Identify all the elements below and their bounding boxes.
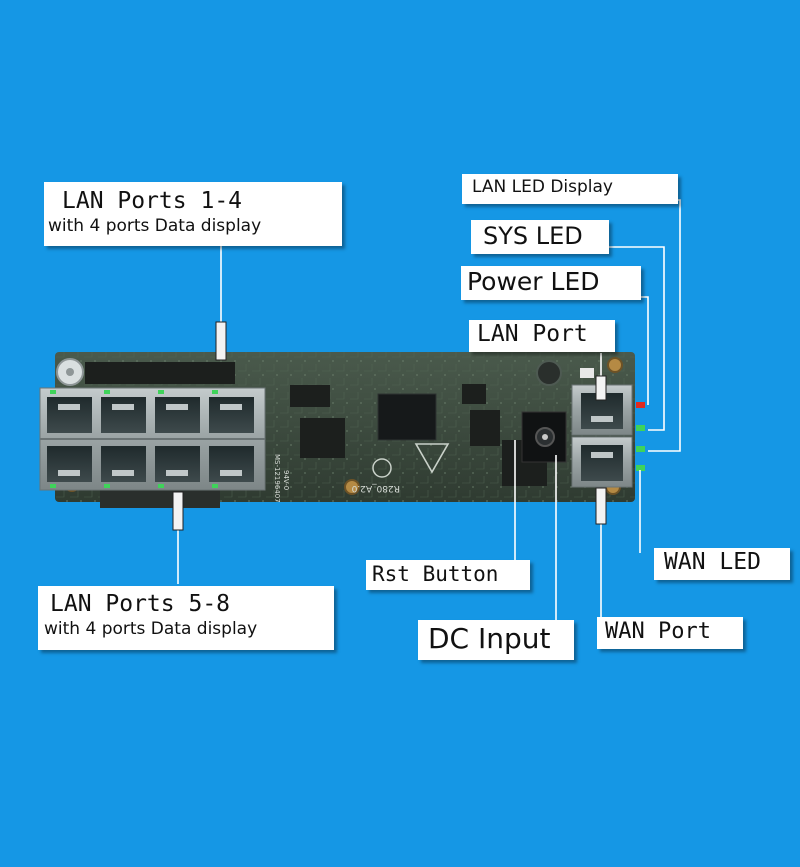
header-connector: [85, 362, 235, 384]
silkscreen-code: MS-12196407: [273, 454, 281, 503]
power-led: [636, 402, 645, 408]
wan-led: [636, 465, 645, 471]
pointer-tips: [172, 321, 607, 531]
callout-lan-port: LAN Port: [469, 320, 615, 352]
callout-wan-led: WAN LED: [654, 548, 790, 580]
callout-title: LAN Ports 1-4: [62, 188, 243, 214]
main-chip: [377, 393, 437, 441]
callout-wan-port: WAN Port: [597, 617, 743, 649]
silkscreen-model: R280_A2.0: [351, 483, 400, 493]
port-activity-leds: [50, 390, 218, 488]
callout-lan-ports-5-8: LAN Ports 5-8 with 4 ports Data display: [38, 586, 334, 650]
lan-led: [636, 446, 645, 452]
callout-sys-led: SYS LED: [471, 220, 609, 254]
sys-led: [636, 425, 645, 431]
silkscreen-rating: 94V-0: [282, 470, 290, 490]
callout-dc-input: DC Input: [418, 620, 574, 660]
callout-lan-led-display: LAN LED Display: [462, 174, 678, 204]
lan-port-grid: [47, 397, 254, 482]
callout-rst-button: Rst Button: [366, 560, 530, 590]
callout-lan-ports-1-4: LAN Ports 1-4 with 4 ports Data display: [44, 182, 342, 246]
capacitor-right: [536, 360, 562, 386]
callout-title: LAN Ports 5-8: [50, 591, 231, 617]
callout-subtitle: with 4 ports Data display: [44, 619, 258, 639]
callout-subtitle: with 4 ports Data display: [48, 216, 262, 236]
callout-power-led: Power LED: [461, 266, 641, 300]
